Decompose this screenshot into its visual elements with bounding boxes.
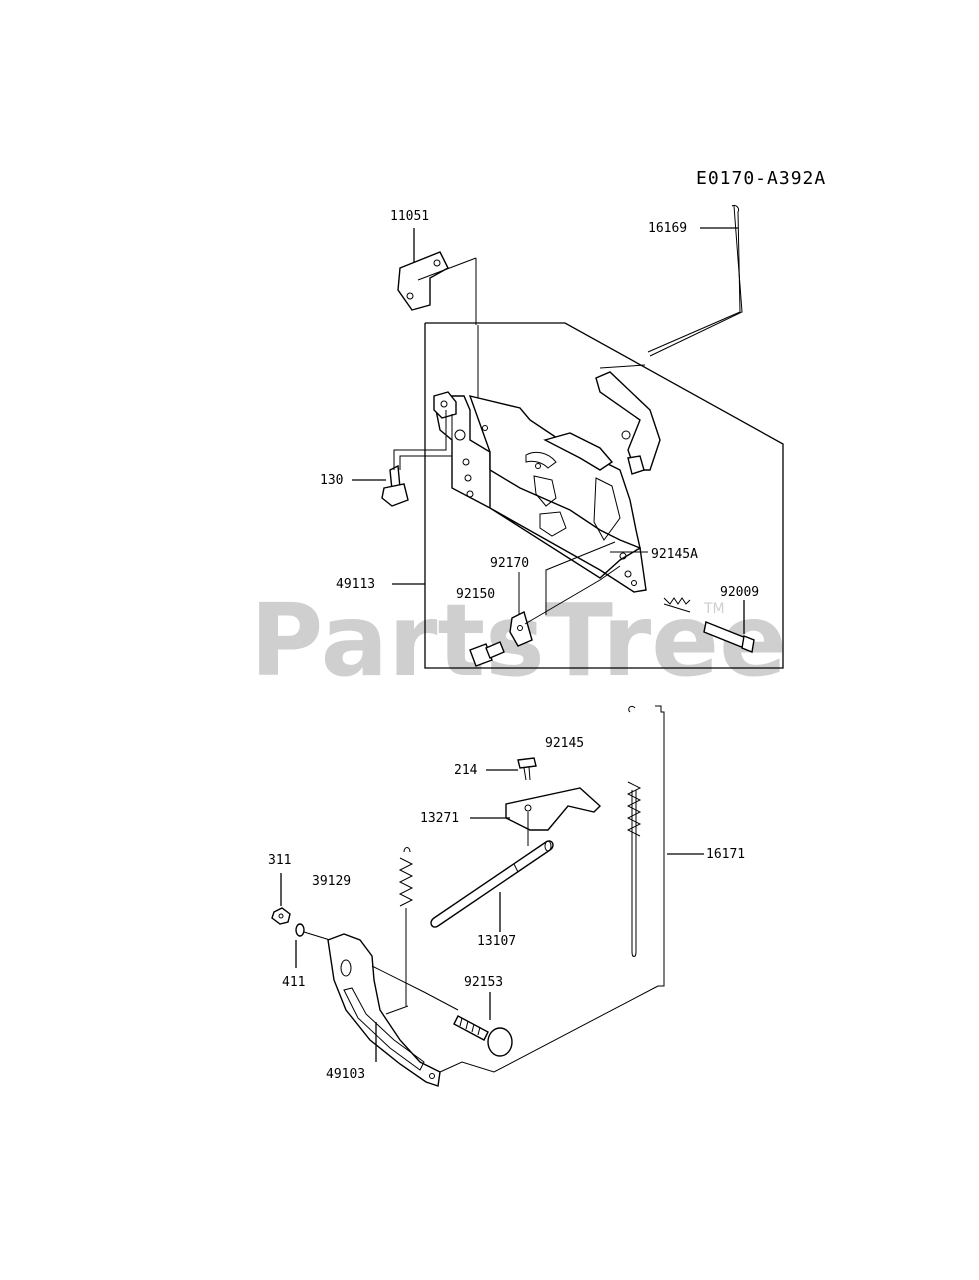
lower-assembly-outline: [371, 965, 659, 1073]
rod-16169[interactable]: [647, 205, 743, 357]
screw-214[interactable]: [517, 757, 537, 781]
label-92150: 92150: [456, 587, 495, 602]
label-92009: 92009: [720, 585, 759, 600]
label-39129: 39129: [312, 874, 351, 889]
bolt-92153[interactable]: [453, 1015, 513, 1057]
label-311: 311: [268, 853, 291, 868]
label-13107: 13107: [477, 934, 516, 949]
spring-39129[interactable]: [398, 847, 414, 1007]
clip-92170[interactable]: [509, 610, 533, 647]
label-49113: 49113: [336, 577, 375, 592]
label-130: 130: [320, 473, 343, 488]
label-13271: 13271: [420, 811, 459, 826]
diagram-code: E0170-A392A: [696, 168, 826, 189]
plate-13271[interactable]: [505, 787, 602, 846]
upper-assembly-outline: [424, 322, 784, 669]
label-92170: 92170: [490, 556, 529, 571]
label-214: 214: [454, 763, 478, 778]
label-16171: 16171: [706, 847, 745, 862]
shaft-13107[interactable]: [430, 840, 554, 928]
lever-49103[interactable]: [327, 933, 441, 1087]
nut-311[interactable]: [271, 907, 291, 925]
washer-411[interactable]: [295, 923, 305, 937]
label-11051: 11051: [390, 209, 429, 224]
rod-16171[interactable]: [626, 705, 665, 987]
label-49103: 49103: [326, 1067, 365, 1082]
label-92145: 92145: [545, 736, 584, 751]
label-411: 411: [282, 975, 305, 990]
label-92145A: 92145A: [651, 547, 698, 562]
label-92153: 92153: [464, 975, 503, 990]
bolt-92150[interactable]: [469, 641, 505, 667]
control-plate-49113[interactable]: [435, 371, 661, 593]
bracket-11051[interactable]: [397, 251, 479, 400]
watermark-tm: TM: [703, 601, 725, 617]
bolt-130[interactable]: [381, 410, 453, 507]
spring-92009[interactable]: [663, 597, 755, 653]
label-16169: 16169: [648, 221, 687, 236]
